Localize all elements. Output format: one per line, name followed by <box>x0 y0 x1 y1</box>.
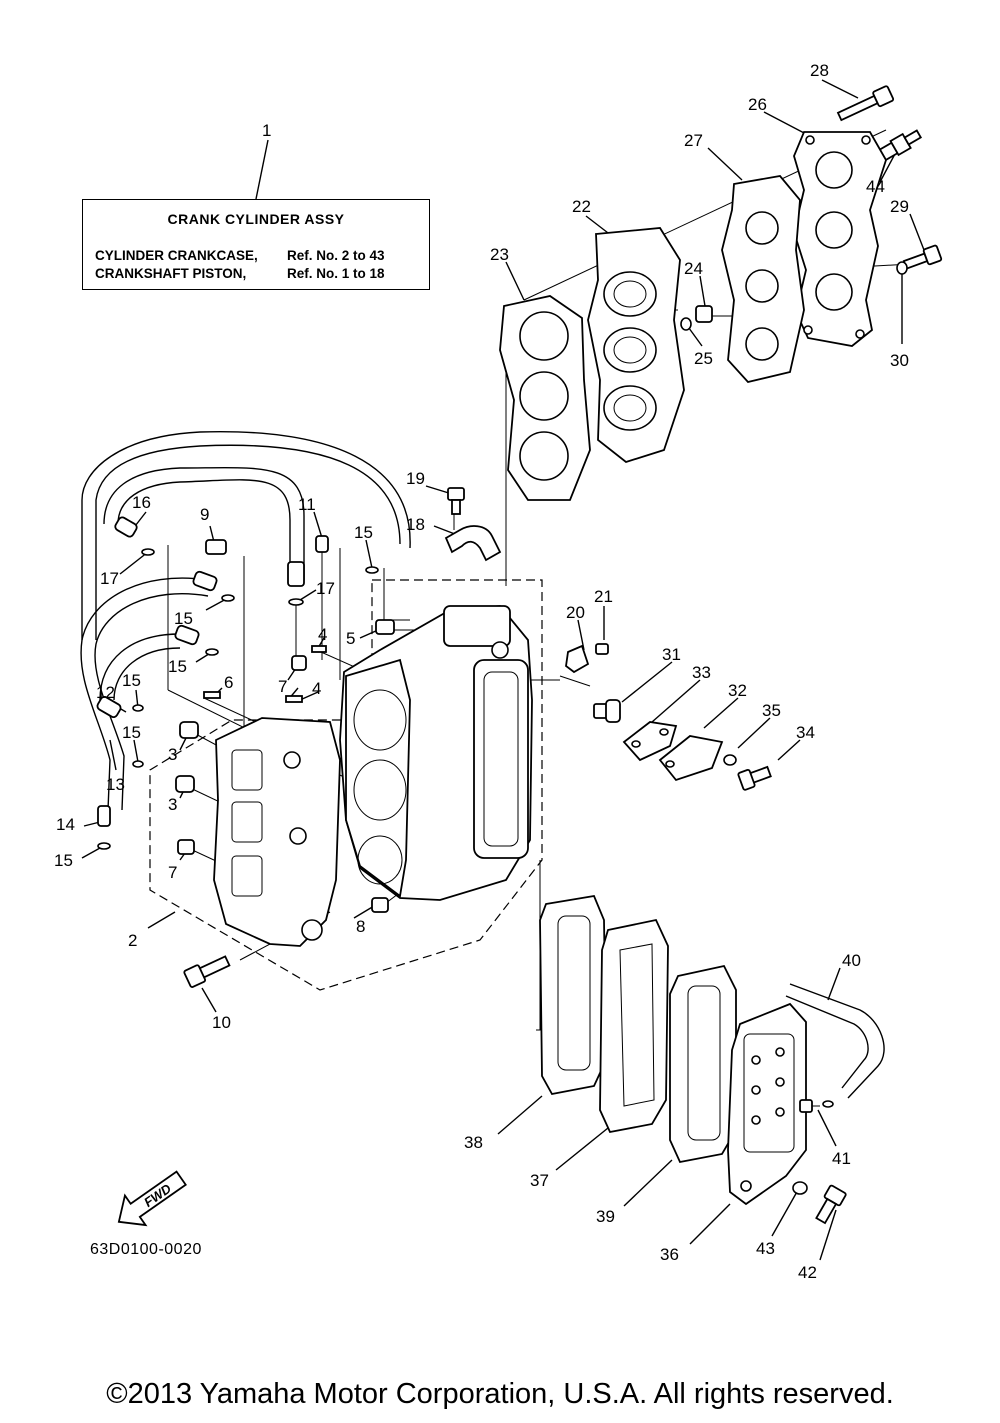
callout-16: 16 <box>132 493 151 512</box>
exhaust-plate-37 <box>599 918 669 1134</box>
callout-44: 44 <box>866 177 885 196</box>
callout-8: 8 <box>356 917 365 936</box>
head-gasket-23 <box>499 295 591 501</box>
callout-41: 41 <box>832 1149 851 1168</box>
callout-11: 11 <box>298 495 316 514</box>
hoses <box>80 430 885 1099</box>
callout-32: 32 <box>728 681 747 700</box>
head-gasket-27 <box>721 175 805 383</box>
cylinder-block <box>339 605 533 901</box>
callout-7: 7 <box>278 677 287 696</box>
head-cover <box>793 131 887 347</box>
callout-35: 35 <box>762 701 781 720</box>
callout-3: 3 <box>168 795 177 814</box>
callout-15: 15 <box>174 609 193 628</box>
callout-12: 12 <box>96 683 115 702</box>
callout-40: 40 <box>842 951 861 970</box>
callout-25: 25 <box>694 349 713 368</box>
callout-6: 6 <box>224 673 233 692</box>
callout-20: 20 <box>566 603 585 622</box>
callout-15: 15 <box>354 523 373 542</box>
diagram-code: 63D0100-0020 <box>90 1241 202 1258</box>
callout-24: 24 <box>684 259 703 278</box>
copyright-notice: ©2013 Yamaha Motor Corporation, U.S.A. A… <box>106 1378 894 1410</box>
callout-18: 18 <box>406 515 425 534</box>
callout-33: 33 <box>692 663 711 682</box>
assembly-row: CRANKSHAFT PISTON, Ref. No. 1 to 18 <box>95 266 385 281</box>
callout-15: 15 <box>122 723 141 742</box>
assembly-row-ref: Ref. No. 2 to 43 <box>287 248 385 263</box>
bolts-and-fittings <box>175 85 943 1225</box>
callout-2: 2 <box>128 931 137 950</box>
callout-42: 42 <box>798 1263 817 1282</box>
callout-26: 26 <box>748 95 767 114</box>
assembly-row-name: CYLINDER CRANKCASE, <box>95 248 258 263</box>
assembly-title: CRANK CYLINDER ASSY <box>167 211 345 227</box>
callout-10: 10 <box>212 1013 231 1032</box>
callout-31: 31 <box>662 645 681 664</box>
callout-1: 1 <box>262 121 271 140</box>
callout-17: 17 <box>316 579 335 598</box>
assembly-info-box: CRANK CYLINDER ASSY CYLINDER CRANKCASE, … <box>82 199 430 290</box>
callout-14: 14 <box>56 815 75 834</box>
callout-36: 36 <box>660 1245 679 1264</box>
callout-4: 4 <box>318 625 327 644</box>
assembly-row-name: CRANKSHAFT PISTON, <box>95 266 247 281</box>
callout-23: 23 <box>490 245 509 264</box>
fwd-arrow: FWD <box>117 1170 187 1227</box>
callout-17: 17 <box>100 569 119 588</box>
callout-28: 28 <box>810 61 829 80</box>
callout-numbers: 1 2 3 3 4 4 5 6 7 7 8 9 10 11 12 13 14 1… <box>54 61 909 1282</box>
callout-9: 9 <box>200 505 209 524</box>
crankcase <box>213 717 341 947</box>
callout-22: 22 <box>572 197 591 216</box>
callout-30: 30 <box>890 351 909 370</box>
callout-5: 5 <box>346 629 355 648</box>
callout-19: 19 <box>406 469 425 488</box>
callout-43: 43 <box>756 1239 775 1258</box>
callout-29: 29 <box>890 197 909 216</box>
exhaust-gasket-39 <box>669 964 737 1164</box>
assembly-row: CYLINDER CRANKCASE, Ref. No. 2 to 43 <box>95 248 385 263</box>
callout-37: 37 <box>530 1171 549 1190</box>
callout-38: 38 <box>464 1133 483 1152</box>
callout-15: 15 <box>122 671 141 690</box>
hose-clips <box>97 548 834 1108</box>
callout-27: 27 <box>684 131 703 150</box>
exhaust-gasket-38 <box>539 894 607 1096</box>
callout-21: 21 <box>594 587 613 606</box>
callout-34: 34 <box>796 723 815 742</box>
assembly-row-ref: Ref. No. 1 to 18 <box>287 266 385 281</box>
callout-15: 15 <box>168 657 187 676</box>
cylinder-head <box>587 227 685 464</box>
callout-13: 13 <box>106 775 125 794</box>
callout-39: 39 <box>596 1207 615 1226</box>
callout-15: 15 <box>54 851 73 870</box>
callout-4: 4 <box>312 679 321 698</box>
callout-3: 3 <box>168 745 177 764</box>
exhaust-cover <box>727 1002 813 1206</box>
callout-7: 7 <box>168 863 177 882</box>
